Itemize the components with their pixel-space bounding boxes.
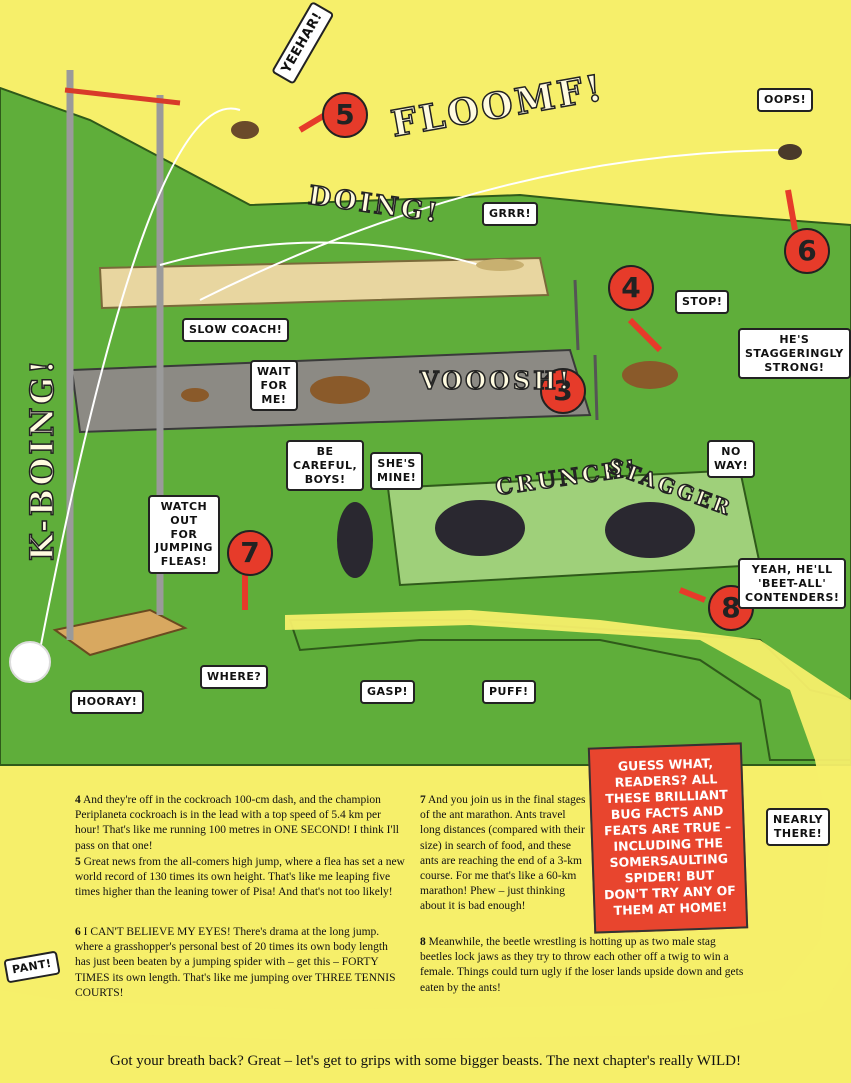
bubble-where: WHERE? xyxy=(200,665,269,689)
female-stag-beetle xyxy=(337,502,373,578)
paragraph-8: 8 Meanwhile, the beetle wrestling is hot… xyxy=(420,935,750,996)
bubble-stop: STOP! xyxy=(675,290,730,314)
marathon-path xyxy=(0,610,851,1040)
bubble-oops: OOPS! xyxy=(757,88,814,112)
paragraph-5-number: 5 xyxy=(75,856,81,868)
guess-what-sign: GUESS WHAT, READERS? ALL THESE BRILLIANT… xyxy=(587,742,749,934)
paragraph-7-number: 7 xyxy=(420,794,426,806)
flea-jump-arc xyxy=(39,107,241,651)
arrow-to-flea xyxy=(298,112,327,133)
badge-7: 7 xyxy=(227,530,273,576)
paragraph-8-number: 8 xyxy=(420,936,426,948)
stag-beetle-right xyxy=(605,502,695,558)
paragraph-4-text: And they're off in the cockroach 100-cm … xyxy=(75,794,399,852)
badge-6: 6 xyxy=(784,228,830,274)
sfx-voooosh: VOOOSH! xyxy=(419,365,573,396)
badge-3: 3 xyxy=(540,368,586,414)
arrow-to-beetles xyxy=(678,587,707,603)
bubble-wait-for-me: WAIT FOR ME! xyxy=(250,360,298,412)
cockroach-right xyxy=(622,361,678,389)
bubble-nearly-there: NEARLY THERE! xyxy=(766,808,830,846)
cockroach-left xyxy=(310,376,370,404)
paragraph-6: 6 I CAN'T BELIEVE MY EYES! There's drama… xyxy=(75,925,405,1001)
paragraph-7-text: And you join us in the final stages of t… xyxy=(420,794,586,913)
footer-caption: Got your breath back? Great – let's get … xyxy=(110,1053,741,1069)
arrow-to-cockroach xyxy=(627,317,663,353)
high-jump-bar xyxy=(64,87,181,106)
sfx-k-boing: K-BOING! xyxy=(22,356,62,561)
bubble-shes-mine: SHE'S MINE! xyxy=(370,452,424,490)
impact-flash xyxy=(9,641,51,683)
grasshopper-jump-arc xyxy=(159,241,481,266)
bubble-slow-coach: SLOW COACH! xyxy=(182,318,290,342)
paragraph-4-number: 4 xyxy=(75,794,81,806)
flea xyxy=(231,121,259,139)
bubble-hooray: HOORAY! xyxy=(70,690,145,714)
bubble-hes-staggeringly-strong: HE'S STAGGERINGLY STRONG! xyxy=(738,328,851,380)
bubble-gasp: GASP! xyxy=(360,680,416,704)
paragraph-6-text: I CAN'T BELIEVE MY EYES! There's drama a… xyxy=(75,926,396,999)
paragraph-5-text: Great news from the all-comers high jump… xyxy=(75,856,405,899)
bubble-grrr: GRRR! xyxy=(482,202,538,226)
paragraph-5: 5 Great news from the all-comers high ju… xyxy=(75,855,405,901)
bubble-watch-out: WATCH OUT FOR JUMPING FLEAS! xyxy=(148,495,220,574)
small-cockroach xyxy=(181,388,209,402)
spider-jump-arc xyxy=(199,149,791,301)
bubble-puff: PUFF! xyxy=(482,680,536,704)
jumping-spider xyxy=(778,144,802,160)
track-post-left xyxy=(573,279,580,351)
paragraph-6-number: 6 xyxy=(75,926,81,938)
long-jump-sand-pit xyxy=(98,256,550,310)
arrow-to-spider xyxy=(785,189,798,231)
badge-5: 5 xyxy=(322,92,368,138)
paragraph-8-text: Meanwhile, the beetle wrestling is hotti… xyxy=(420,936,744,994)
paragraph-7: 7 And you join us in the final stages of… xyxy=(420,793,588,914)
stag-beetle-left xyxy=(435,500,525,556)
bubble-yeah-hell-beet-all: YEAH, HE'LL 'BEET-ALL' CONTENDERS! xyxy=(738,558,847,610)
badge-4: 4 xyxy=(608,265,654,311)
paragraph-4: 4 And they're off in the cockroach 100-c… xyxy=(75,793,405,854)
track-post-right xyxy=(593,354,599,421)
bubble-no-way: NO WAY! xyxy=(707,440,756,478)
grasshopper xyxy=(476,259,524,271)
bubble-be-careful: BE CAREFUL, BOYS! xyxy=(286,440,365,492)
high-jump-mat xyxy=(52,608,188,657)
